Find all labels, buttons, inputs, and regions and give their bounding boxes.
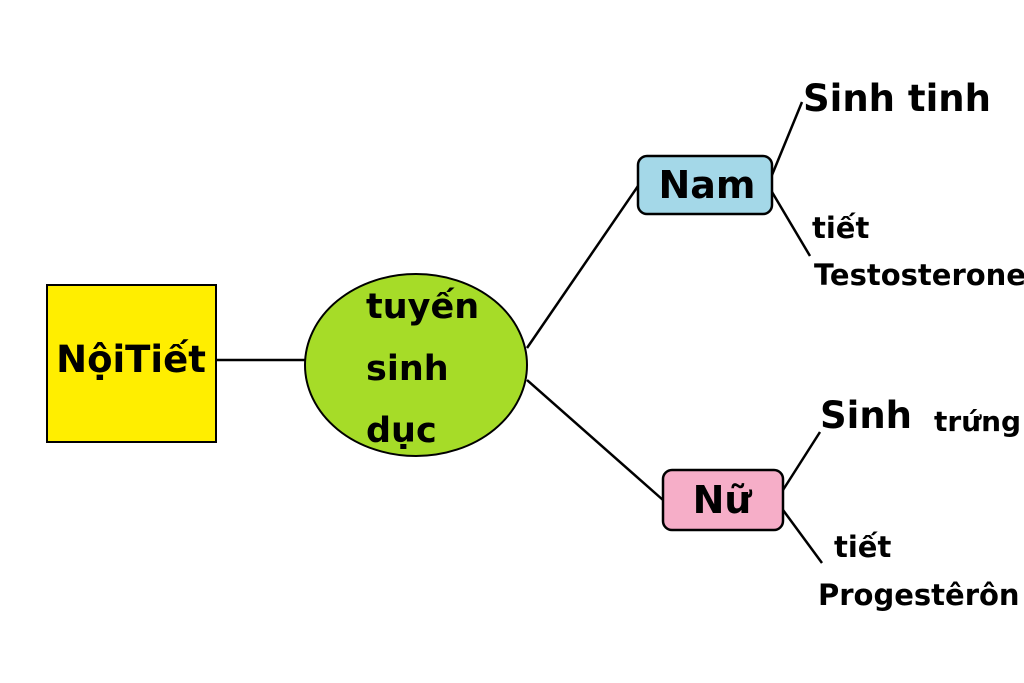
connector-female-egg: [781, 431, 822, 491]
connector-male-testosterone: [770, 191, 812, 257]
root-node-label: NộiTiết: [56, 338, 206, 381]
male-function-sperm: Sinh tinh: [803, 77, 991, 120]
gland-label-line3: dục: [366, 411, 437, 451]
gland-label-line2: sinh: [366, 349, 449, 389]
connector-gland-male: [525, 185, 640, 349]
male-node-box: [636, 154, 774, 216]
female-function-egg-word2: trứng: [934, 405, 1021, 438]
female-function-progesterone: Progestêrôn: [818, 578, 1020, 612]
male-function-testosterone: Testosterone: [814, 258, 1024, 292]
gland-node-ellipse: [304, 273, 528, 457]
female-node-box: [661, 468, 785, 532]
male-function-secrete-label: tiết: [812, 211, 869, 245]
female-node-label: Nữ: [693, 478, 753, 522]
root-node-box: [46, 284, 217, 443]
male-node-label: Nam: [658, 163, 755, 207]
connector-female-progesterone: [781, 509, 824, 564]
gland-label-line1: tuyến: [366, 287, 479, 327]
female-function-egg-word1: Sinh: [820, 394, 912, 437]
connector-gland-female: [526, 379, 664, 501]
female-function-secrete-label: tiết: [834, 530, 891, 564]
connector-male-sperm: [770, 101, 804, 176]
